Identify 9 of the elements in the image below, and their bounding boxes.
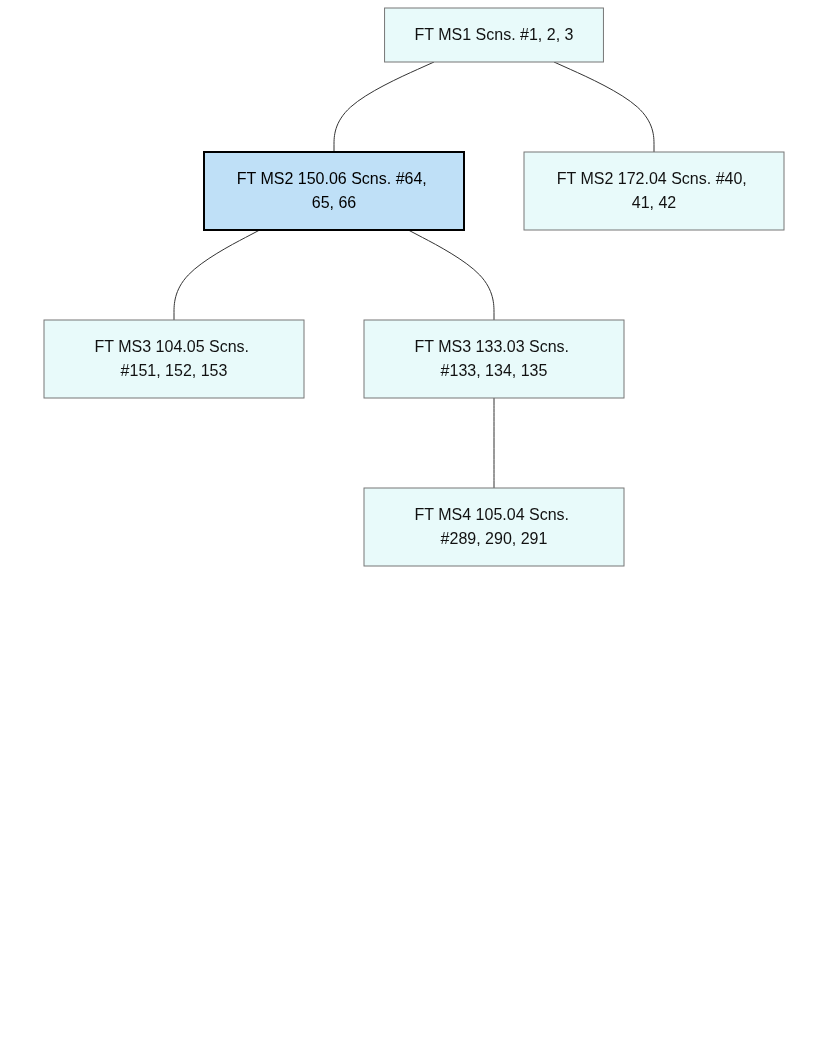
node-box: FT MS3 104.05 Scns. #151, 152, 153 xyxy=(43,319,304,399)
node-box: FT MS4 105.04 Scns. #289, 290, 291 xyxy=(363,487,624,567)
connector xyxy=(493,397,494,489)
node-box: FT MS2 150.06 Scns. #64, 65, 66 xyxy=(202,151,465,231)
node-box: FT MS2 172.04 Scns. #40, 41, 42 xyxy=(523,151,784,231)
node-box: FT MS3 133.03 Scns. #133, 134, 135 xyxy=(363,319,624,399)
node-box: FT MS1 Scns. #1, 2, 3 xyxy=(383,7,604,63)
connector xyxy=(333,61,434,153)
connector xyxy=(173,229,260,321)
